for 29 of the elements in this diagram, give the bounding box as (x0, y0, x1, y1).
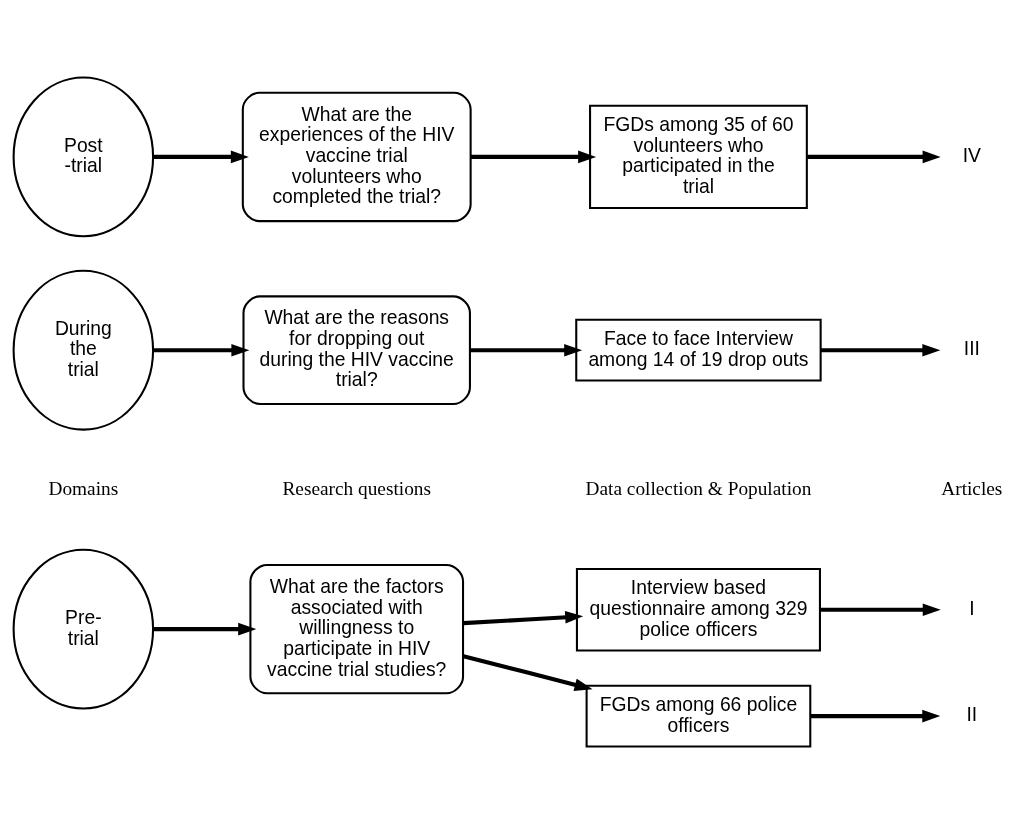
arrow (807, 150, 941, 164)
node-text: III (963, 338, 980, 360)
node-box: What are the factors associated with willingness to participate in HIV vaccine trial studies? (249, 563, 465, 695)
label: Articles (941, 477, 1003, 499)
node-text: IV (962, 145, 981, 167)
node-ellipse: During the trial (12, 269, 155, 431)
arrow (153, 150, 249, 164)
arrow (470, 150, 597, 164)
arrow (820, 343, 941, 357)
arrow (810, 709, 941, 723)
node-box: What are the experiences of the HIV vaccine trial volunteers who completed the trial? (241, 91, 472, 223)
label: Research questions (282, 477, 431, 499)
node-box: What are the reasons for dropping out during the HIV vaccine trial? (242, 295, 471, 406)
node-text: II (966, 704, 978, 726)
node-box: FGDs among 35 of 60 volunteers who participated in the trial (589, 104, 808, 210)
arrow (153, 622, 257, 636)
arrow (463, 611, 584, 626)
node-text: I (969, 597, 975, 619)
node-box: Face to face Interview among 14 of 19 drop outs (575, 318, 822, 382)
arrow (470, 343, 583, 357)
node-box: Interview based questionnaire among 329 police officers (575, 568, 821, 652)
node-box: FGDs among 66 police officers (585, 684, 812, 748)
arrow (462, 654, 593, 691)
label: Data collection & Population (585, 477, 812, 499)
node-ellipse: Post -trial (12, 76, 155, 238)
label: Domains (48, 477, 119, 499)
node-ellipse: Pre- trial (12, 548, 155, 710)
arrow (153, 343, 250, 357)
arrow (820, 603, 941, 617)
